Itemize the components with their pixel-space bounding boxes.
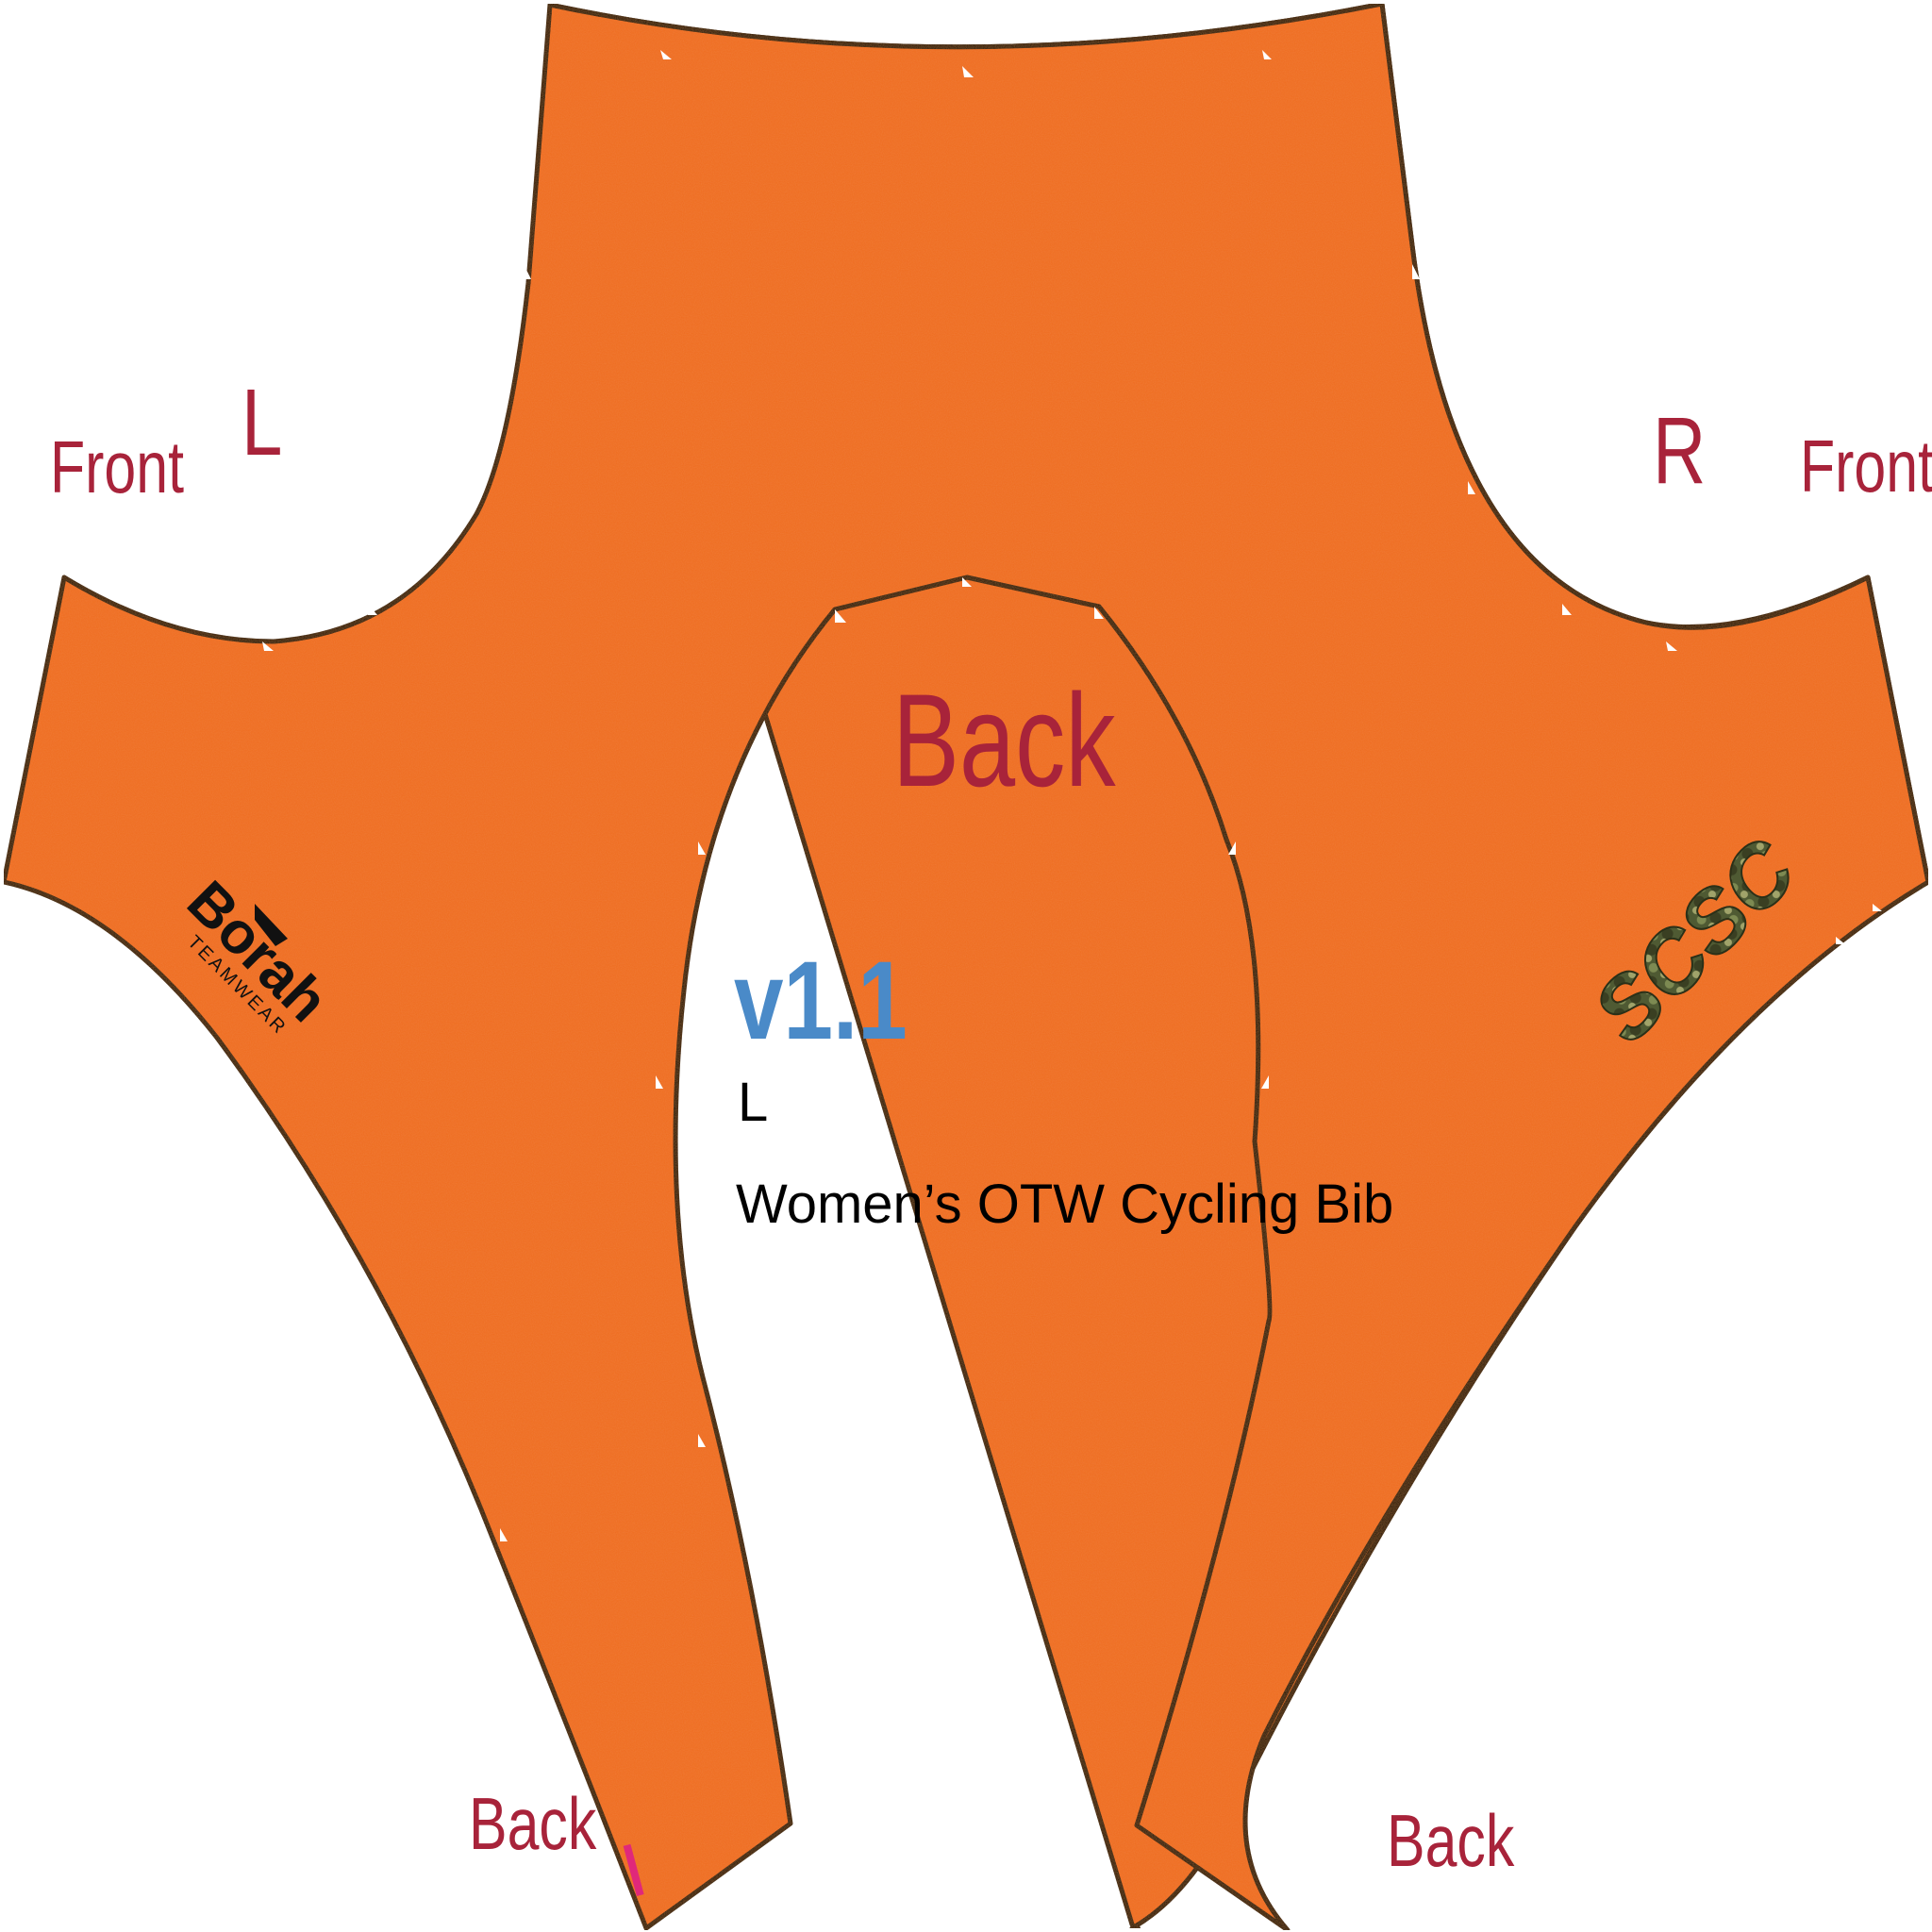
label-right-side: R: [1653, 398, 1707, 504]
label-right-front: Front: [1800, 425, 1932, 508]
version-label: v1.1: [734, 939, 908, 1063]
notch-markers: [57, 50, 1882, 1541]
label-bottom-left-back: Back: [469, 1782, 597, 1865]
size-label: L: [738, 1072, 769, 1133]
pink-tag: [623, 1843, 644, 1897]
label-bottom-right-back: Back: [1387, 1799, 1515, 1882]
label-center-back: Back: [892, 666, 1116, 814]
product-title: Women’s OTW Cycling Bib: [736, 1174, 1394, 1235]
label-left-side: L: [242, 370, 283, 475]
label-left-front: Front: [50, 425, 185, 508]
borah-peak-icon: [255, 904, 288, 946]
